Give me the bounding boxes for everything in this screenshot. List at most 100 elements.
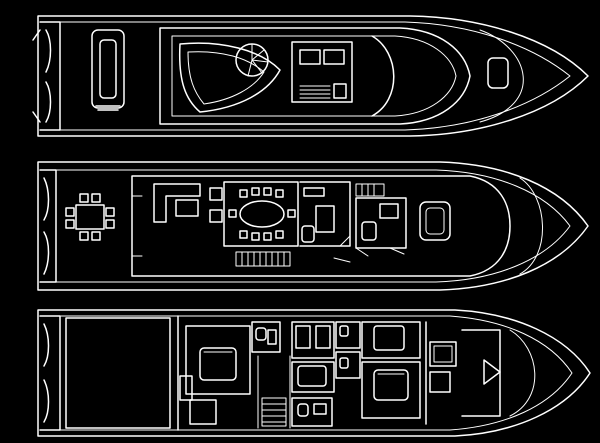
aft-chair-3 bbox=[106, 208, 114, 216]
crew-cabin bbox=[430, 342, 456, 366]
galley-counter bbox=[304, 188, 324, 196]
salon-sofa bbox=[154, 184, 200, 222]
jacuzzi-inner bbox=[100, 40, 116, 98]
tender-garage bbox=[66, 318, 170, 428]
master-head-wc bbox=[256, 328, 266, 340]
master-wardrobe bbox=[190, 400, 216, 424]
guest-cabin-2 bbox=[292, 362, 334, 392]
wheelhouse-doors bbox=[356, 248, 404, 256]
jacuzzi-steps bbox=[96, 106, 120, 110]
main-deck-hull-inner bbox=[56, 170, 570, 282]
jacuzzi bbox=[92, 30, 124, 108]
sun-deck-swim-step bbox=[33, 30, 40, 122]
dining-chair-5 bbox=[240, 231, 247, 238]
salon-enclosure bbox=[132, 176, 510, 276]
dining-chair-7 bbox=[264, 233, 271, 240]
helm-box bbox=[334, 84, 346, 98]
sun-deck-hull-inner bbox=[60, 22, 570, 130]
helm-console bbox=[300, 50, 320, 64]
bow-hatch bbox=[488, 58, 508, 88]
dining-chair-10 bbox=[288, 210, 295, 217]
vip-bed bbox=[374, 326, 404, 350]
master-cabin bbox=[186, 326, 250, 394]
guest-head-2 bbox=[336, 352, 360, 378]
dining-chair-3 bbox=[264, 188, 271, 195]
sun-deck bbox=[33, 16, 588, 136]
dining-chair-6 bbox=[252, 233, 259, 240]
vip-cabin bbox=[362, 322, 420, 358]
lower-deck-stair bbox=[262, 398, 286, 426]
main-deck-hull-outline bbox=[38, 162, 588, 290]
guest-head-3-sink bbox=[314, 404, 326, 414]
guest-head-3-wc bbox=[298, 404, 308, 416]
aft-chair-2 bbox=[66, 220, 74, 228]
main-deck-stern bbox=[40, 170, 56, 282]
dining-chair-4 bbox=[276, 190, 283, 197]
captain-bed bbox=[420, 202, 450, 240]
dining-chair-9 bbox=[229, 210, 236, 217]
captain-console bbox=[380, 204, 398, 218]
guest-cabin-1-bed-a bbox=[296, 326, 310, 348]
crew-mess bbox=[462, 330, 500, 416]
aft-chair-1 bbox=[66, 208, 74, 216]
galley-island bbox=[316, 206, 334, 232]
salon-armchair-1 bbox=[210, 188, 222, 200]
guest-cabin-2-bed bbox=[298, 366, 326, 386]
aft-chair-7 bbox=[80, 232, 88, 240]
guest-head-1 bbox=[336, 322, 360, 348]
main-deck bbox=[38, 162, 588, 290]
sun-deck-hull-outline bbox=[38, 16, 588, 136]
aft-chair-4 bbox=[106, 220, 114, 228]
guest-head-1-wc bbox=[340, 326, 348, 336]
flybridge-inner bbox=[172, 36, 456, 116]
helm-area bbox=[292, 42, 352, 102]
lounge-seating bbox=[180, 43, 280, 112]
dining-chair-2 bbox=[252, 188, 259, 195]
spiral-staircase-treads bbox=[248, 44, 268, 76]
aft-chair-5 bbox=[80, 194, 88, 202]
lower-deck bbox=[38, 310, 590, 436]
guest-head-3 bbox=[292, 398, 332, 426]
day-head bbox=[302, 226, 314, 242]
guest-cabin-3-bed bbox=[374, 370, 408, 400]
salon-coffee-table bbox=[176, 200, 198, 216]
wheelhouse bbox=[356, 198, 406, 248]
aft-deck-table bbox=[76, 205, 104, 229]
forward-deck-line bbox=[480, 30, 523, 122]
lower-deck-stern bbox=[40, 316, 60, 430]
aft-chair-6 bbox=[92, 194, 100, 202]
lower-deck-bow-line bbox=[510, 330, 535, 416]
salon-armchair-2 bbox=[210, 210, 222, 222]
helm-seat bbox=[324, 50, 344, 64]
crew-head bbox=[430, 372, 450, 392]
wheelhouse-stair bbox=[356, 184, 384, 196]
dining-chair-8 bbox=[276, 231, 283, 238]
guest-head-2-wc bbox=[340, 358, 348, 368]
sun-deck-stern-platform bbox=[40, 22, 60, 130]
helm-steps bbox=[300, 86, 330, 98]
lower-deck-hull-outline bbox=[38, 310, 590, 436]
galley bbox=[300, 182, 350, 246]
master-head bbox=[252, 322, 280, 352]
dining-table bbox=[240, 201, 284, 227]
captain-bed-inner bbox=[426, 208, 444, 234]
crew-bunk bbox=[434, 346, 452, 362]
main-deck-stair bbox=[236, 252, 290, 266]
master-head-shower bbox=[268, 330, 276, 344]
captain-head bbox=[362, 222, 376, 240]
salon-aft-doors bbox=[132, 196, 142, 256]
dining-area bbox=[224, 182, 298, 246]
master-sofa bbox=[180, 376, 192, 400]
guest-cabin-3 bbox=[362, 362, 420, 418]
windscreen bbox=[372, 36, 394, 116]
dining-chair-1 bbox=[240, 190, 247, 197]
corridor bbox=[258, 356, 290, 428]
flybridge-outline bbox=[160, 28, 470, 124]
guest-cabin-1 bbox=[292, 322, 334, 358]
master-bed bbox=[200, 348, 236, 380]
galley-door bbox=[334, 236, 350, 262]
guest-cabin-1-bed-b bbox=[316, 326, 330, 348]
chain-locker bbox=[484, 360, 500, 384]
lounge-seating-inner bbox=[188, 52, 264, 104]
